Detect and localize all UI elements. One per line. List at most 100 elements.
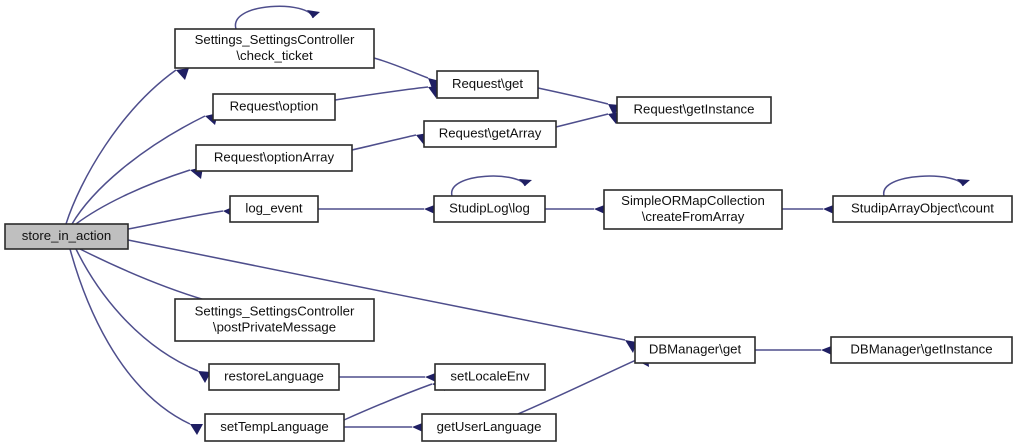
- node-label: Request\optionArray: [214, 149, 335, 164]
- edge-store_in_action-to-check_ticket: [65, 68, 189, 225]
- edge-store_in_action-to-restore_language: [75, 248, 211, 383]
- arrowhead-icon: [625, 340, 637, 353]
- node-box[interactable]: [208, 363, 340, 391]
- edge-line: [451, 175, 526, 197]
- node-label: StudipArrayObject\count: [851, 200, 994, 215]
- edge-line: [343, 383, 433, 421]
- node-label: \postPrivateMessage: [213, 319, 336, 334]
- edge-line: [373, 57, 429, 79]
- node-label: Request\getInstance: [634, 101, 755, 116]
- node-box[interactable]: [423, 120, 557, 148]
- edge-line: [65, 69, 177, 225]
- edge-restore_language-to-set_locale_env: [339, 372, 438, 383]
- node-box[interactable]: [436, 70, 539, 99]
- self-edge-check_ticket: [235, 5, 320, 30]
- node-box[interactable]: [434, 363, 546, 391]
- edge-line: [883, 175, 964, 197]
- arrowhead-icon: [307, 10, 320, 18]
- arrowhead-icon: [198, 371, 211, 383]
- node-studiparrayobject_count[interactable]: StudipArrayObject\count: [832, 195, 1013, 223]
- node-set_locale_env[interactable]: setLocaleEnv: [434, 363, 546, 391]
- edge-store_in_action-to-request_optionarray: [75, 167, 203, 225]
- edge-dbmanager_get-to-dbmanager_getinstance: [755, 345, 834, 356]
- edge-line: [79, 248, 206, 301]
- node-request_option[interactable]: Request\option: [212, 93, 336, 121]
- edge-request_optionarray-to-request_getarray: [351, 133, 428, 151]
- edge-line: [127, 210, 224, 230]
- arrowhead-icon: [176, 68, 189, 80]
- node-request_get[interactable]: Request\get: [436, 70, 539, 99]
- node-box[interactable]: [174, 298, 375, 342]
- edge-line: [127, 239, 626, 341]
- node-dbmanager_getinstance[interactable]: DBManager\getInstance: [830, 336, 1013, 364]
- node-request_getinstance[interactable]: Request\getInstance: [616, 96, 772, 124]
- node-set_temp_language[interactable]: setTempLanguage: [204, 413, 345, 442]
- edge-check_ticket-to-request_get: [373, 57, 440, 91]
- node-box[interactable]: [174, 28, 375, 69]
- node-box[interactable]: [421, 413, 557, 442]
- node-label: \createFromArray: [642, 209, 745, 224]
- node-box[interactable]: [634, 336, 756, 364]
- node-label: Request\get: [452, 76, 523, 91]
- node-box[interactable]: [616, 96, 772, 124]
- node-label: setLocaleEnv: [450, 368, 530, 383]
- edge-store_in_action-to-set_temp_language: [69, 248, 203, 435]
- nodes-layer: store_in_actionSettings_SettingsControll…: [4, 28, 1013, 442]
- edge-store_in_action-to-log_event: [127, 206, 235, 230]
- arrowhead-icon: [190, 424, 203, 435]
- node-label: Settings_SettingsController: [195, 32, 355, 47]
- edge-request_option-to-request_get: [334, 86, 440, 101]
- node-check_ticket[interactable]: Settings_SettingsController\check_ticket: [174, 28, 375, 69]
- node-box[interactable]: [229, 195, 319, 223]
- node-log_event[interactable]: log_event: [229, 195, 319, 223]
- node-dbmanager_get[interactable]: DBManager\get: [634, 336, 756, 364]
- node-label: log_event: [245, 200, 303, 215]
- edge-request_getarray-to-request_getinstance: [555, 112, 620, 128]
- node-box[interactable]: [603, 189, 783, 230]
- edge-line: [537, 87, 609, 105]
- node-label: \check_ticket: [236, 48, 313, 63]
- arrowhead-icon: [957, 179, 970, 186]
- edge-line: [75, 169, 191, 225]
- edge-line: [235, 5, 314, 30]
- node-label: SimpleORMapCollection: [621, 193, 765, 208]
- node-label: Request\getArray: [439, 125, 542, 140]
- node-restore_language[interactable]: restoreLanguage: [208, 363, 340, 391]
- node-studiplog_log[interactable]: StudipLog\log: [433, 195, 546, 223]
- node-box[interactable]: [433, 195, 546, 223]
- node-get_user_language[interactable]: getUserLanguage: [421, 413, 557, 442]
- edge-request_get-to-request_getinstance: [537, 87, 620, 116]
- node-label: getUserLanguage: [437, 419, 542, 434]
- node-box[interactable]: [4, 223, 129, 250]
- node-label: Settings_SettingsController: [195, 303, 355, 318]
- node-box[interactable]: [212, 93, 336, 121]
- node-post_private_message[interactable]: Settings_SettingsController\postPrivateM…: [174, 298, 375, 342]
- self-edge-studiplog_log: [451, 175, 532, 197]
- node-label: DBManager\getInstance: [850, 341, 992, 356]
- edge-line: [69, 248, 191, 425]
- node-label: setTempLanguage: [220, 419, 329, 434]
- node-label: store_in_action: [22, 228, 111, 243]
- node-label: restoreLanguage: [224, 368, 324, 383]
- node-box[interactable]: [830, 336, 1013, 364]
- edge-studiplog_log-to-create_from_array: [545, 204, 607, 215]
- node-label: StudipLog\log: [449, 200, 530, 215]
- arrowhead-icon: [519, 179, 532, 186]
- node-create_from_array[interactable]: SimpleORMapCollection\createFromArray: [603, 189, 783, 230]
- node-store_in_action[interactable]: store_in_action: [4, 223, 129, 250]
- edge-create_from_array-to-studiparrayobject_count: [782, 204, 836, 215]
- node-request_getarray[interactable]: Request\getArray: [423, 120, 557, 148]
- edge-line: [555, 113, 609, 128]
- node-box[interactable]: [195, 144, 353, 172]
- edge-line: [351, 134, 417, 151]
- node-label: Request\option: [230, 98, 319, 113]
- edge-line: [334, 86, 429, 101]
- edge-line: [71, 115, 206, 225]
- node-box[interactable]: [832, 195, 1013, 223]
- node-request_optionarray[interactable]: Request\optionArray: [195, 144, 353, 172]
- node-box[interactable]: [204, 413, 345, 442]
- edge-line: [517, 359, 637, 415]
- edge-log_event-to-studiplog_log: [318, 204, 437, 215]
